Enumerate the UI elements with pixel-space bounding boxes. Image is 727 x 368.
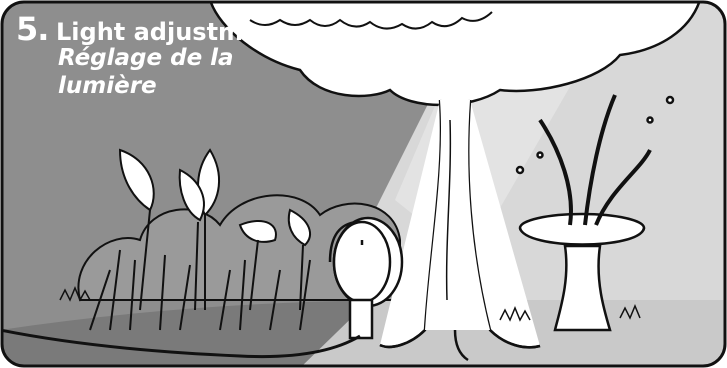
step-number: 5. <box>16 10 48 48</box>
title-french: Réglage de la lumière <box>58 44 258 100</box>
step-heading: 5. Light adjustment Réglage de la lumièr… <box>16 10 288 100</box>
title-english: Light adjustment <box>56 18 288 46</box>
